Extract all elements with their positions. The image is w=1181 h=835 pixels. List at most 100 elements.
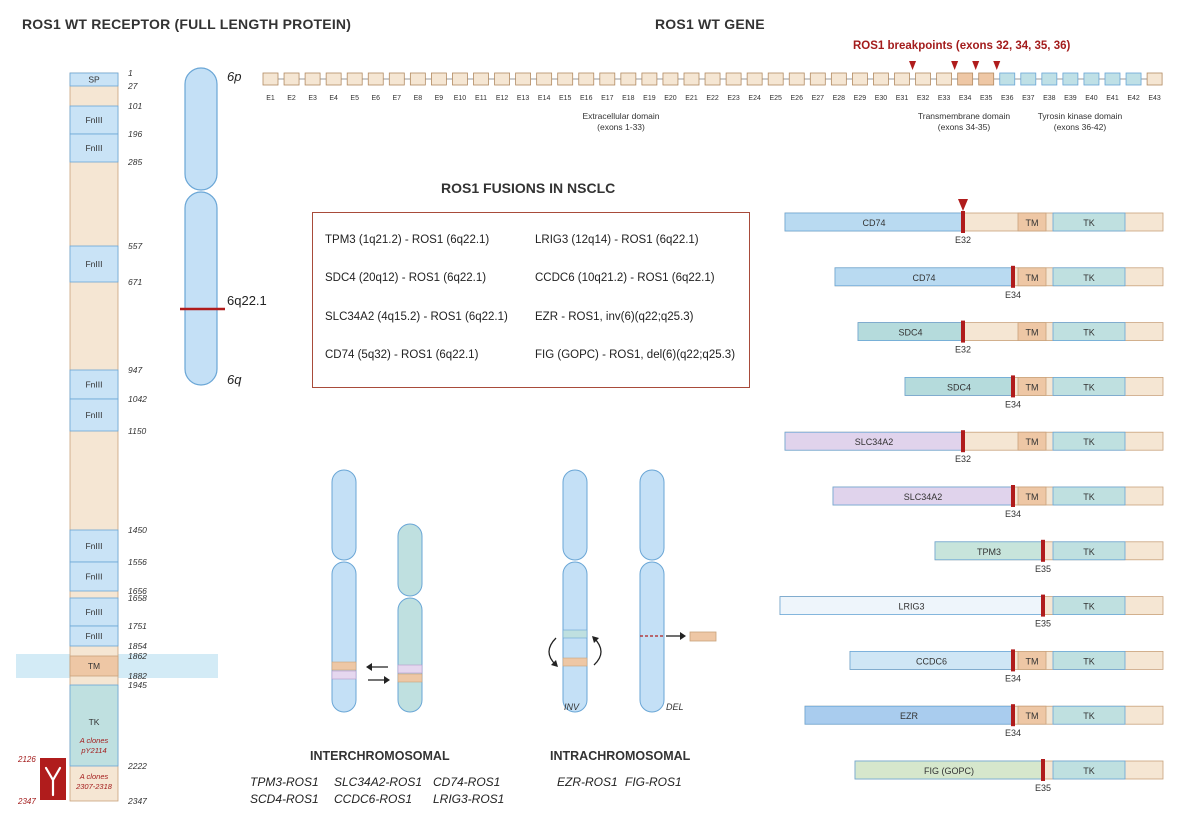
domain-label: SP (88, 75, 100, 85)
domain-fn (69, 398, 119, 432)
exon-junction-label: E34 (1005, 509, 1021, 519)
partner-label: SLC34A2 (904, 492, 943, 502)
position-label: 1854 (128, 641, 147, 651)
chromosome-a-q (331, 561, 357, 713)
chromosome-inv-band (562, 657, 588, 667)
exon-label: E12 (496, 95, 509, 102)
exon-box (978, 72, 995, 86)
tk-label: TK (1083, 492, 1095, 502)
chromosome-del-q (639, 561, 665, 713)
receptor-title: ROS1 WT RECEPTOR (FULL LENGTH PROTEIN) (22, 16, 352, 32)
exon-label: E39 (1064, 95, 1077, 102)
tm-segment (1017, 650, 1047, 670)
exon-box (1020, 72, 1037, 86)
del-label: DEL (666, 702, 684, 712)
breakpoint-marker (993, 61, 1001, 70)
domain-tm (69, 655, 119, 677)
exon-label: E30 (875, 95, 888, 102)
exon-junction-label: E34 (1005, 673, 1021, 683)
exon-box (367, 72, 384, 86)
fusion-item: EZR - ROS1, inv(6)(q22;q25.3) (535, 311, 694, 323)
partner-label: LRIG3 (898, 602, 924, 612)
domain-label: FnIII (85, 631, 102, 641)
domain-label: FnIII (85, 607, 102, 617)
exon-box (1041, 72, 1058, 86)
exon-label: E5 (350, 95, 359, 102)
position-label: 285 (127, 157, 142, 167)
tm-segment (1017, 376, 1047, 396)
rotate-arrow-icon (592, 636, 599, 643)
arrow-right-icon (680, 632, 686, 640)
exon-label: E36 (1001, 95, 1014, 102)
partner-label: SDC4 (947, 382, 971, 392)
domain-fn (69, 529, 119, 563)
domain-sp (69, 72, 119, 87)
position-label: 1042 (128, 394, 147, 404)
exon-box (304, 72, 321, 86)
rotate-arrow-icon (593, 637, 602, 666)
exon-box (683, 72, 700, 86)
receptor-backbone (69, 72, 119, 802)
exon-label: E32 (917, 95, 930, 102)
exon-box (746, 72, 763, 86)
fusion-item: TPM3 (1q21.2) - ROS1 (6q22.1) (325, 234, 490, 246)
tk-label: TK (1083, 656, 1095, 666)
exon-box (473, 72, 489, 86)
tm-segment (1017, 431, 1047, 451)
intra-item: FIG-ROS1 (625, 775, 682, 789)
exon-label: E16 (580, 95, 593, 102)
exon-box (388, 72, 405, 86)
exon-box (725, 72, 742, 86)
tk-label: TK (1083, 437, 1095, 447)
tm-label: TM (1026, 273, 1039, 283)
domain-extracellular-sub: (exons 1-33) (597, 122, 645, 132)
tk-label: TK (1083, 382, 1095, 392)
exon-label: E23 (727, 95, 740, 102)
arrow-right-icon (384, 676, 390, 684)
breakpoint-marker (1011, 375, 1015, 398)
fusion-item: SDC4 (20q12) - ROS1 (6q22.1) (325, 272, 487, 284)
intra-item: EZR-ROS1 (557, 775, 618, 789)
exon-junction-label: E32 (955, 235, 971, 245)
partner-label: CD74 (862, 218, 885, 228)
domain-label: TK (89, 717, 100, 727)
rotate-arrow-icon (551, 660, 558, 667)
exon-label: E18 (622, 95, 635, 102)
exon-label: E9 (435, 95, 444, 102)
exon-label: E41 (1106, 95, 1119, 102)
exon-label: E8 (414, 95, 423, 102)
tm-label: TM (1026, 328, 1039, 338)
exon-label: E2 (287, 95, 296, 102)
chromosome-a-p (331, 469, 357, 561)
exon-box (409, 72, 426, 86)
exon-label: E40 (1085, 95, 1098, 102)
domain-tk-label: Tyrosin kinase domain (1038, 111, 1123, 121)
chromosome-b-q (397, 597, 423, 713)
partner-label: FIG (GOPC) (924, 766, 974, 776)
domain-label: FnIII (85, 115, 102, 125)
exon-box (1146, 72, 1163, 86)
deleted-fragment (689, 631, 717, 642)
domain-fn (69, 561, 119, 592)
exon-label: E37 (1022, 95, 1035, 102)
exon-label: E43 (1148, 95, 1161, 102)
exon-junction-label: E32 (955, 454, 971, 464)
exon-box (936, 72, 952, 86)
inter-item: CCDC6-ROS1 (334, 792, 413, 806)
tm-segment (1017, 212, 1047, 232)
exon-box (641, 72, 658, 86)
position-label: 947 (128, 365, 142, 375)
domain-fn (69, 597, 119, 627)
fusion-item: LRIG3 (12q14) - ROS1 (6q22.1) (535, 234, 699, 246)
exon-label: E25 (769, 95, 782, 102)
left-position: 2347 (17, 797, 36, 806)
tm-label: TM (1026, 382, 1039, 392)
tm-label: TM (1026, 437, 1039, 447)
exon-label: E1 (266, 95, 275, 102)
breakpoints-title: ROS1 breakpoints (exons 32, 34, 35, 36) (853, 40, 1071, 52)
tail-note: A clones (79, 772, 109, 781)
fusion-item: CD74 (5q32) - ROS1 (6q22.1) (325, 349, 479, 361)
breakpoint-arrow-icon (958, 199, 968, 211)
exon-box (599, 72, 616, 86)
exon-label: E29 (854, 95, 867, 102)
